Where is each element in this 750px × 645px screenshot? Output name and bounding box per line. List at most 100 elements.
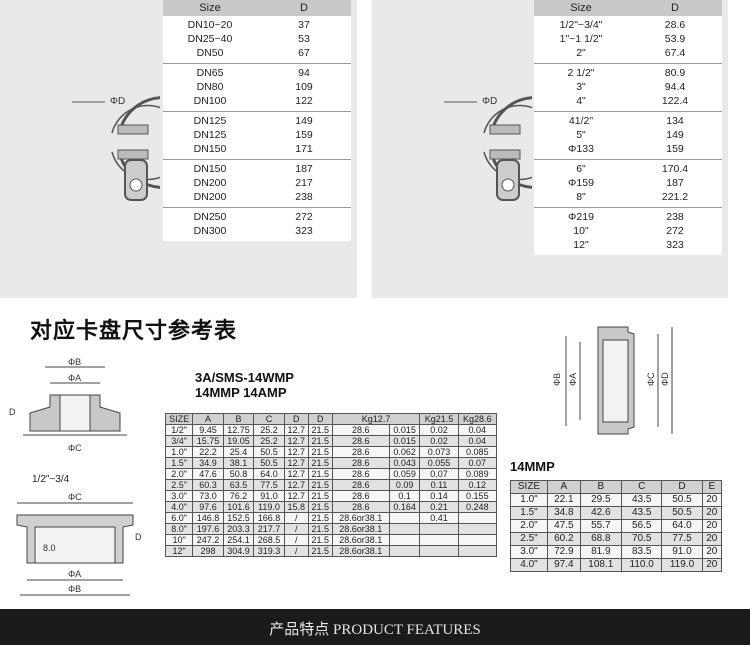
table-cell: 28.6 xyxy=(331,479,390,491)
size-table-header: Size D xyxy=(534,0,722,16)
table-cell: 77.5 xyxy=(661,532,703,546)
table-cell: 97.4 xyxy=(547,558,581,572)
table-cell: 28.6 xyxy=(331,468,390,480)
table-cell: 76.2 xyxy=(222,490,255,502)
table-cell: 0.085 xyxy=(457,446,498,458)
size-row: 8"221.2 xyxy=(534,190,722,204)
table-cell: 63.5 xyxy=(222,479,255,491)
table-cell: 0.07 xyxy=(419,468,459,480)
ferrule-drawing-top: ΦB ΦA ΦC D xyxy=(9,357,127,453)
footer-text: 产品特点 PRODUCT FEATURES xyxy=(269,622,481,638)
table-cell: / xyxy=(283,545,309,557)
table-cell: 1/2" xyxy=(164,424,194,436)
table-cell xyxy=(388,534,421,546)
table-cell: 0.015 xyxy=(388,435,421,447)
table-cell: 166.8 xyxy=(253,512,285,524)
svg-text:ΦC: ΦC xyxy=(68,443,82,453)
table-cell: 64.0 xyxy=(661,519,703,533)
table-cell: 12.75 xyxy=(222,424,255,436)
table-cell: 47.5 xyxy=(547,519,581,533)
size-cell: Φ133 xyxy=(568,143,594,155)
table-cell: 50.5 xyxy=(661,493,703,507)
table-cell: 3/4" xyxy=(164,435,194,447)
table-cell: 21.5 xyxy=(307,490,333,502)
table-cell: 0.12 xyxy=(457,479,498,491)
table-cell: 254.1 xyxy=(222,534,255,546)
table-cell: 0.02 xyxy=(419,435,459,447)
svg-text:ΦA: ΦA xyxy=(68,569,81,579)
table-cell: 0.248 xyxy=(457,501,498,513)
column-header: SIZE xyxy=(510,480,548,494)
table-cell: 73.0 xyxy=(192,490,224,502)
table-cell: 34.9 xyxy=(192,457,224,469)
table-cell: 28.6or38.1 xyxy=(331,512,390,524)
table-cell xyxy=(457,523,498,535)
size-row: 5"149 xyxy=(534,128,722,142)
table-cell: 4.0" xyxy=(164,501,194,513)
table-cell: 28.6or38.1 xyxy=(331,523,390,535)
table-cell: 0.21 xyxy=(419,501,459,513)
table-cell: 0.059 xyxy=(388,468,421,480)
svg-text:ΦC: ΦC xyxy=(646,372,656,386)
table-cell: 119.0 xyxy=(661,558,703,572)
size-cell: 5" xyxy=(576,129,586,141)
table-cell: 10" xyxy=(164,534,194,546)
table-cell: 25.2 xyxy=(253,424,285,436)
d-cell: 122.4 xyxy=(661,95,689,107)
size-cell: 2" xyxy=(576,47,586,59)
size-cell: DN10~20 xyxy=(187,19,233,31)
size-cell: DN65 xyxy=(196,67,224,79)
table-cell: 268.5 xyxy=(253,534,285,546)
svg-text:D: D xyxy=(135,532,142,542)
table-cell: 12.7 xyxy=(283,457,309,469)
table-cell: 2.5" xyxy=(164,479,194,491)
table-cell: 0.09 xyxy=(388,479,421,491)
d-cell: 323 xyxy=(295,225,313,237)
table-cell: 83.5 xyxy=(621,545,663,559)
table-cell: 38.1 xyxy=(222,457,255,469)
table-cell: 29.5 xyxy=(579,493,623,507)
size-cell: 10" xyxy=(573,225,589,237)
size-cell: DN150 xyxy=(193,143,227,155)
size-cell: DN200 xyxy=(193,177,227,189)
table-cell: 21.5 xyxy=(307,501,333,513)
size-row: 12"323 xyxy=(534,238,722,252)
table-cell: 20 xyxy=(701,558,723,572)
table-cell: 15.75 xyxy=(192,435,224,447)
d-cell: 272 xyxy=(666,225,684,237)
column-header: SIZE xyxy=(164,413,194,425)
table-cell: 28.6 xyxy=(331,424,390,436)
table-cell: 43.5 xyxy=(621,506,663,520)
table-cell: 0.055 xyxy=(419,457,459,469)
size-cell: DN50 xyxy=(196,47,224,59)
table-cell: 20 xyxy=(701,506,723,520)
d-cell: 159 xyxy=(666,143,684,155)
spec-title-line1: 3A/SMS-14WMP xyxy=(195,370,294,385)
d-cell: 149 xyxy=(295,115,313,127)
table-cell: 101.6 xyxy=(222,501,255,513)
table-cell: 77.5 xyxy=(253,479,285,491)
size-row: 4"122.4 xyxy=(534,94,722,108)
footer-banner: 产品特点 PRODUCT FEATURES xyxy=(0,609,750,645)
d-cell: 80.9 xyxy=(664,67,686,79)
table-cell: 21.5 xyxy=(307,446,333,458)
table-cell: 47.6 xyxy=(192,468,224,480)
svg-text:ΦD: ΦD xyxy=(482,96,497,107)
table-cell: 0.1 xyxy=(388,490,421,502)
